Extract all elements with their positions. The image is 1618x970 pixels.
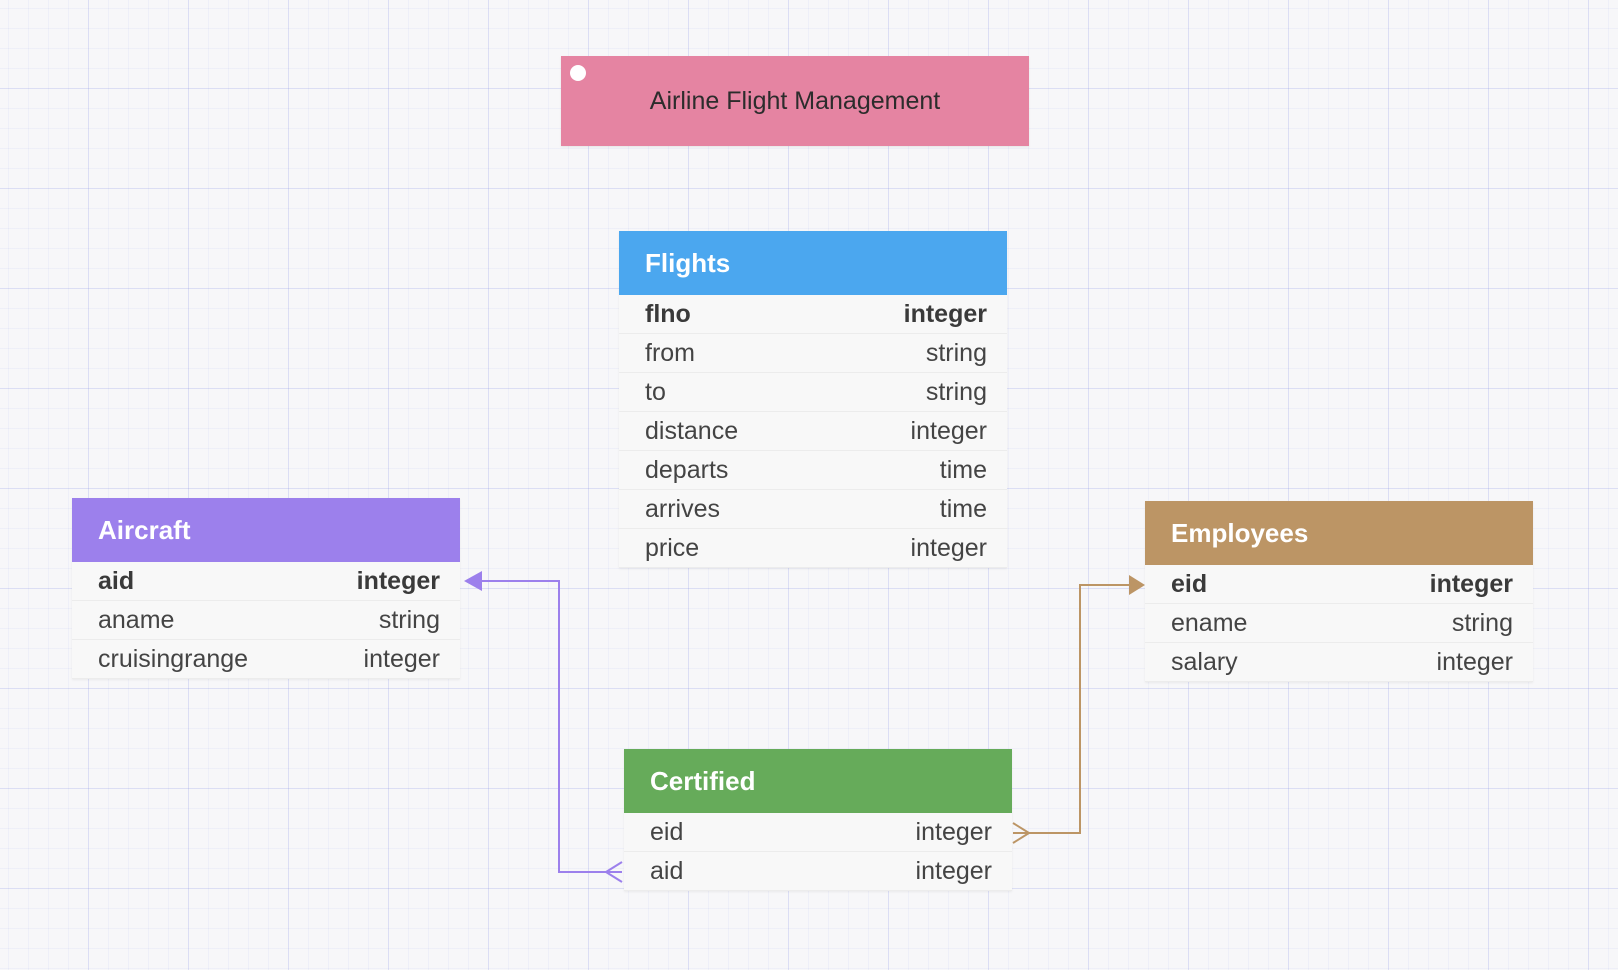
field-type: time xyxy=(939,455,987,484)
field-name: flno xyxy=(645,299,691,328)
entity-flights[interactable]: Flights flno integer from string to string dis… xyxy=(619,231,1007,568)
relationship-line-certified-employees[interactable] xyxy=(1029,584,1129,834)
entity-fields-certified: eid integer aid integer xyxy=(624,813,1012,891)
field-name: aid xyxy=(98,566,135,595)
entity-header-flights[interactable]: Flights xyxy=(619,231,1007,295)
field-row-employees-salary[interactable]: salary integer xyxy=(1145,643,1533,682)
field-row-aircraft-aname[interactable]: aname string xyxy=(72,601,460,640)
field-row-flights-departs[interactable]: departs time xyxy=(619,451,1007,490)
crowfoot-certified-eid xyxy=(1012,822,1030,844)
field-row-aircraft-aid[interactable]: aid integer xyxy=(72,562,460,601)
entity-fields-aircraft: aid integer aname string cruisingrange intege… xyxy=(72,562,460,679)
field-name: arrives xyxy=(645,494,721,523)
crowfoot-certified-aid xyxy=(605,861,623,883)
field-type: string xyxy=(925,377,987,406)
field-name: price xyxy=(645,533,700,562)
field-type: integer xyxy=(356,566,440,595)
field-row-employees-eid[interactable]: eid integer xyxy=(1145,565,1533,604)
entity-fields-flights: flno integer from string to string distance int… xyxy=(619,295,1007,568)
field-row-flights-to[interactable]: to string xyxy=(619,373,1007,412)
field-name: ename xyxy=(1171,608,1248,637)
field-type: string xyxy=(1451,608,1513,637)
field-type: integer xyxy=(363,644,440,673)
field-name: cruisingrange xyxy=(98,644,249,673)
field-row-flights-from[interactable]: from string xyxy=(619,334,1007,373)
field-type: string xyxy=(378,605,440,634)
entity-header-employees[interactable]: Employees xyxy=(1145,501,1533,565)
field-name: eid xyxy=(650,817,684,846)
field-name: aname xyxy=(98,605,175,634)
arrowhead-aircraft-aid xyxy=(464,571,482,591)
field-type: integer xyxy=(910,416,987,445)
field-row-flights-price[interactable]: price integer xyxy=(619,529,1007,568)
field-name: distance xyxy=(645,416,739,445)
field-row-certified-aid[interactable]: aid integer xyxy=(624,852,1012,891)
field-name: aid xyxy=(650,856,684,885)
field-type: time xyxy=(939,494,987,523)
diagram-title-note[interactable]: Airline Flight Management xyxy=(561,56,1029,146)
field-type: string xyxy=(925,338,987,367)
relationship-line-certified-aircraft[interactable] xyxy=(482,580,620,873)
note-dot-icon xyxy=(570,65,586,81)
entity-aircraft[interactable]: Aircraft aid integer aname string cruisingra… xyxy=(72,498,460,679)
relationship-certified-employees[interactable] xyxy=(1012,575,1145,844)
field-name: to xyxy=(645,377,666,406)
field-name: eid xyxy=(1171,569,1208,598)
entity-certified[interactable]: Certified eid integer aid integer xyxy=(624,749,1012,891)
field-type: integer xyxy=(903,299,987,328)
field-type: integer xyxy=(1436,647,1513,676)
entity-header-aircraft[interactable]: Aircraft xyxy=(72,498,460,562)
field-row-flights-distance[interactable]: distance integer xyxy=(619,412,1007,451)
field-row-flights-flno[interactable]: flno integer xyxy=(619,295,1007,334)
arrowhead-employees-eid xyxy=(1129,575,1145,595)
entity-fields-employees: eid integer ename string salary integer xyxy=(1145,565,1533,682)
field-type: integer xyxy=(1429,569,1513,598)
field-row-aircraft-cruisingrange[interactable]: cruisingrange integer xyxy=(72,640,460,679)
field-type: integer xyxy=(915,856,992,885)
field-name: from xyxy=(645,338,695,367)
field-type: integer xyxy=(915,817,992,846)
entity-employees[interactable]: Employees eid integer ename string salary int… xyxy=(1145,501,1533,682)
relationship-certified-aircraft[interactable] xyxy=(464,571,623,883)
field-name: salary xyxy=(1171,647,1238,676)
entity-header-certified[interactable]: Certified xyxy=(624,749,1012,813)
field-row-flights-arrives[interactable]: arrives time xyxy=(619,490,1007,529)
field-type: integer xyxy=(910,533,987,562)
diagram-title: Airline Flight Management xyxy=(649,86,941,115)
field-row-certified-eid[interactable]: eid integer xyxy=(624,813,1012,852)
field-name: departs xyxy=(645,455,729,484)
field-row-employees-ename[interactable]: ename string xyxy=(1145,604,1533,643)
